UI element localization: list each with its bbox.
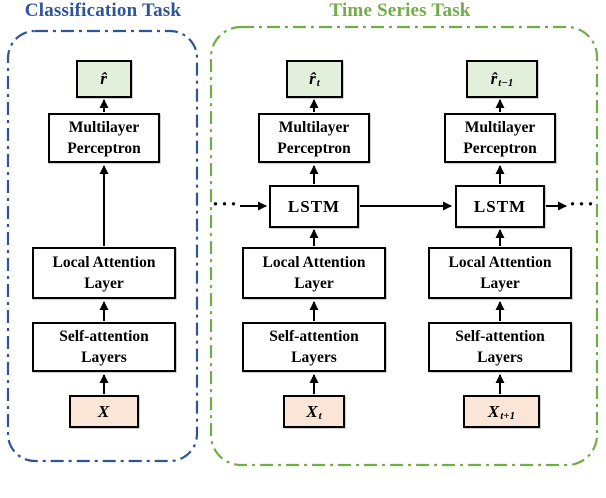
- mlp-label-line1: Multilayer: [68, 119, 140, 136]
- lstm-label: LSTM: [473, 197, 527, 216]
- mlp-label-line1: Multilayer: [464, 119, 536, 136]
- cls-input-node: X: [69, 395, 139, 428]
- ts-t-output-node: r̂t: [286, 60, 343, 98]
- ts-t-input-subscript: t: [318, 409, 322, 422]
- ts-t-output-subscript: t: [316, 77, 320, 89]
- cls-mlp-box: Multilayer Perceptron: [48, 113, 160, 163]
- self-attention-label-line2: Layers: [291, 349, 337, 366]
- cls-local-attention-box: Local Attention Layer: [32, 247, 176, 299]
- ts-t-output-label: r̂: [309, 69, 316, 88]
- mlp-label-line2: Perceptron: [463, 140, 537, 157]
- local-attention-label-line2: Layer: [480, 275, 520, 292]
- local-attention-label-line1: Local Attention: [262, 254, 366, 271]
- self-attention-label-line1: Self-attention: [269, 328, 359, 345]
- ts-t1-local-attention-box: Local Attention Layer: [428, 247, 572, 299]
- ts-t1-output-subscript: t−1: [498, 77, 514, 89]
- local-attention-label-line1: Local Attention: [52, 254, 156, 271]
- self-attention-label-line2: Layers: [477, 349, 523, 366]
- mlp-label-line2: Perceptron: [277, 140, 351, 157]
- ts-t-input-label: X: [306, 401, 318, 421]
- ts-t1-mlp-box: Multilayer Perceptron: [444, 113, 556, 163]
- ellipsis-right: ···: [569, 192, 597, 216]
- ts-t1-input-subscript: t+1: [500, 409, 516, 422]
- cls-self-attention-box: Self-attention Layers: [32, 322, 176, 372]
- time-series-title: Time Series Task: [329, 0, 471, 21]
- ts-t-lstm-box: LSTM: [269, 185, 359, 228]
- self-attention-label-line1: Self-attention: [59, 328, 149, 345]
- cls-output-node: r̂: [76, 60, 132, 98]
- ts-t1-output-label: r̂: [490, 69, 498, 88]
- classification-title: Classification Task: [24, 0, 182, 21]
- ts-t-self-attention-box: Self-attention Layers: [242, 322, 386, 372]
- mlp-label-line2: Perceptron: [67, 140, 141, 157]
- ts-t-mlp-box: Multilayer Perceptron: [258, 113, 370, 163]
- ts-t-local-attention-box: Local Attention Layer: [242, 247, 386, 299]
- local-attention-label-line2: Layer: [84, 275, 124, 292]
- ts-t1-input-label: X: [487, 401, 500, 421]
- local-attention-label-line1: Local Attention: [448, 254, 552, 271]
- ts-t1-self-attention-box: Self-attention Layers: [428, 322, 572, 372]
- self-attention-label-line2: Layers: [81, 349, 127, 366]
- lstm-label: LSTM: [287, 197, 341, 216]
- ts-t1-output-node: r̂t−1: [466, 60, 538, 98]
- local-attention-label-line2: Layer: [294, 275, 334, 292]
- ts-t1-lstm-box: LSTM: [455, 185, 545, 228]
- ellipsis-left: ···: [212, 192, 240, 216]
- cls-output-label: r̂: [100, 69, 107, 88]
- mlp-label-line1: Multilayer: [278, 119, 350, 136]
- self-attention-label-line1: Self-attention: [455, 328, 545, 345]
- cls-input-label: X: [97, 401, 110, 421]
